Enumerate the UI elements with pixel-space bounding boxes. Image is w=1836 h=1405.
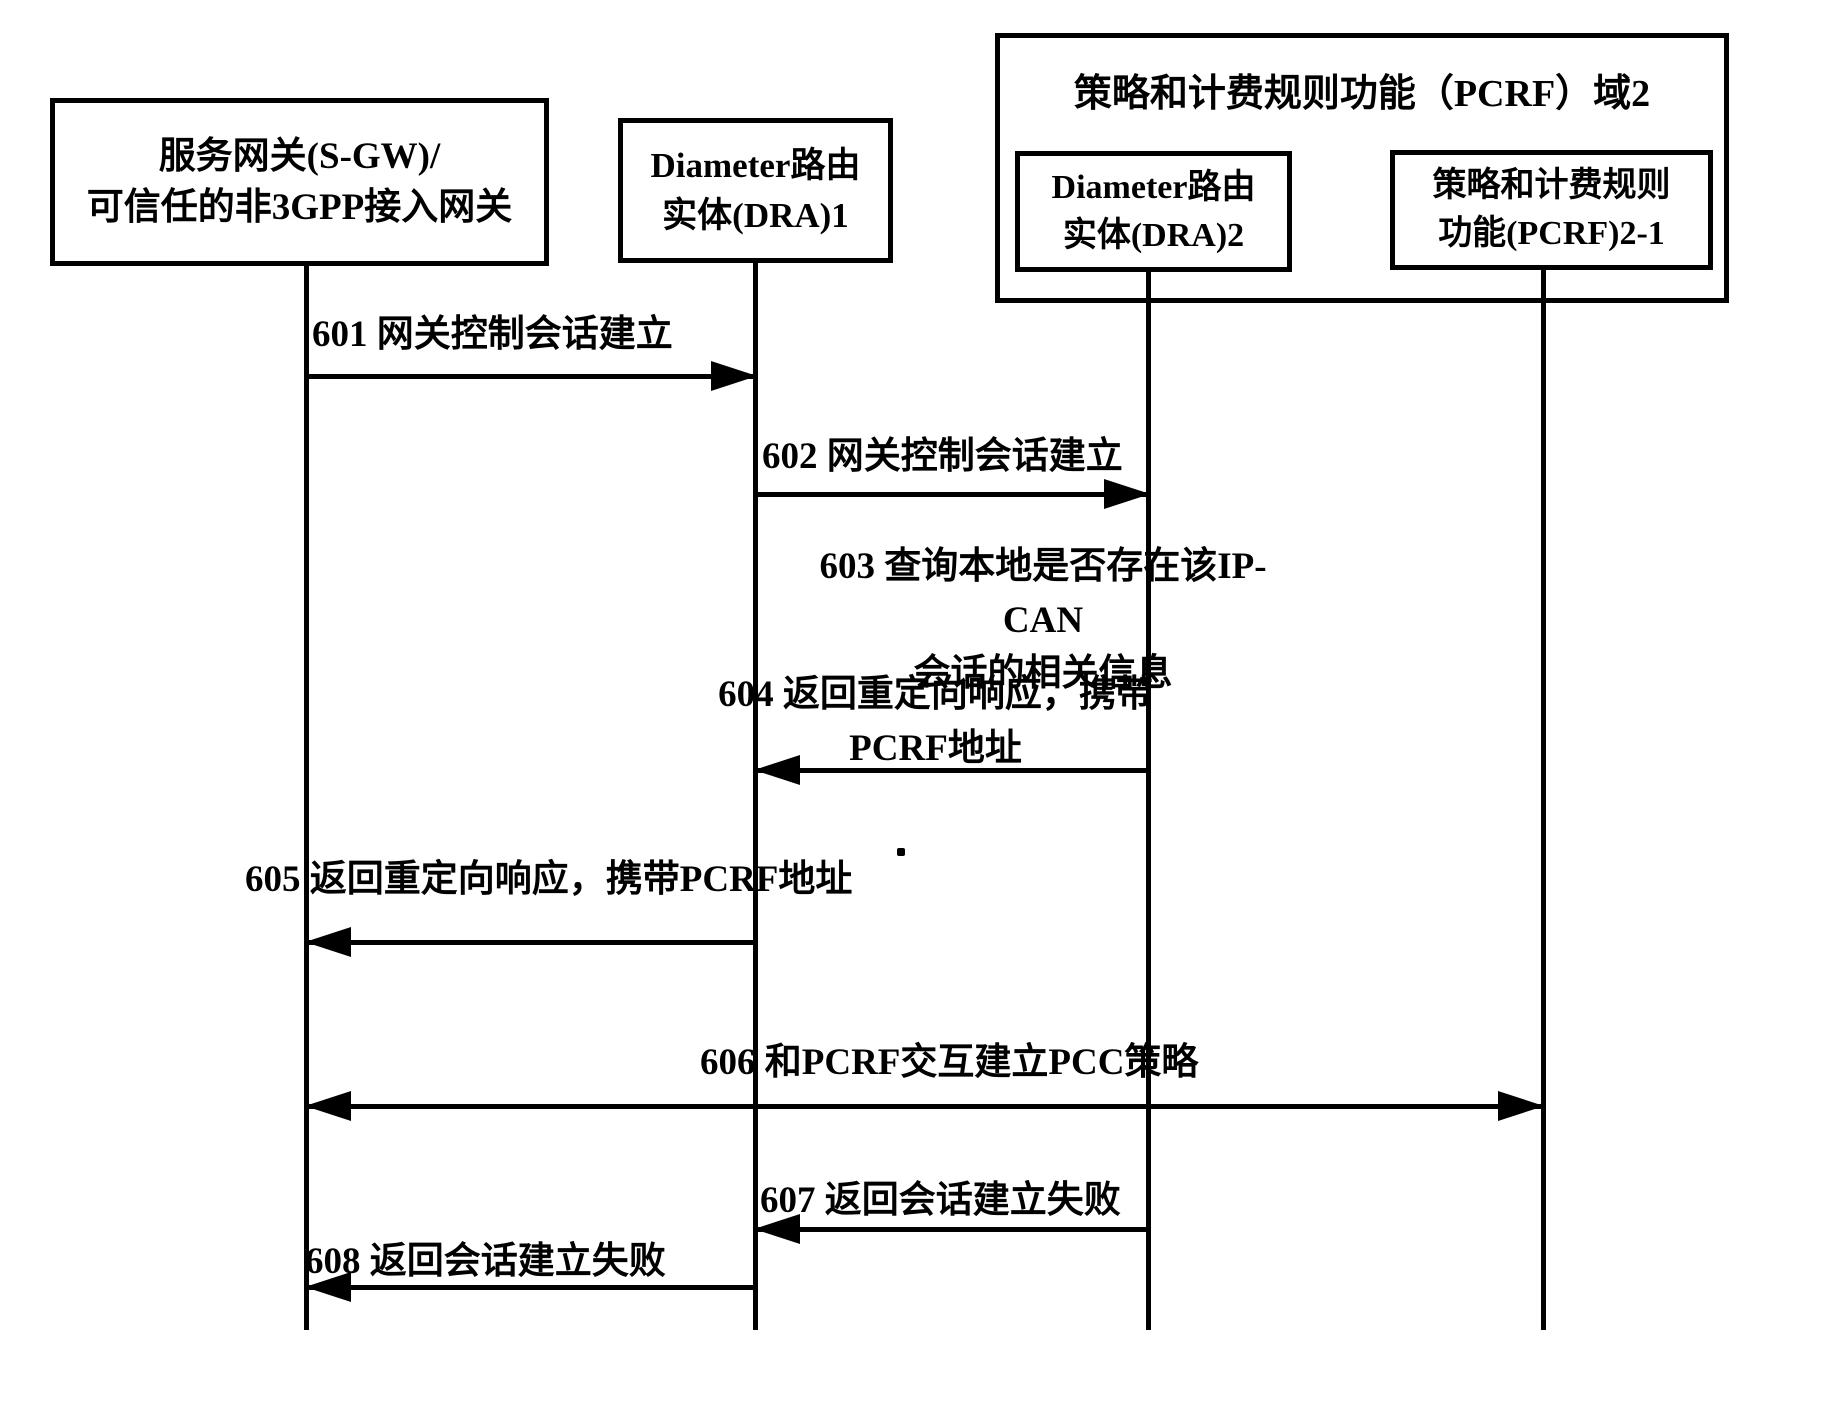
arrowhead-left-icon	[305, 1272, 351, 1302]
arrowhead-right-icon	[711, 361, 757, 391]
lifeline-dra1	[753, 261, 758, 1330]
message-603-note: 603 查询本地是否存在该IP-CAN 会话的相关信息	[798, 540, 1288, 701]
arrowhead-left-icon	[754, 1214, 800, 1244]
lifeline-pcrf21	[1541, 268, 1546, 1330]
message-606-arrow	[305, 1091, 1544, 1121]
actor-label: 实体(DRA)2	[1062, 216, 1245, 254]
message-602-label: 602 网关控制会话建立	[762, 436, 1123, 477]
message-line: PCRF地址	[849, 727, 1022, 769]
message-606-label: 606 和PCRF交互建立PCC策略	[700, 1042, 1199, 1083]
message-608-label: 608 返回会话建立失败	[305, 1241, 666, 1282]
actor-box-sgw: 服务网关(S-GW)/ 可信任的非3GPP接入网关	[50, 98, 549, 266]
message-601-label: 601 网关控制会话建立	[312, 314, 673, 355]
actor-label: Diameter路由	[650, 145, 861, 185]
message-607-arrow	[754, 1214, 1148, 1244]
arrowhead-right-icon	[1498, 1091, 1544, 1121]
message-line: 604 返回重定向响应，携带	[718, 674, 1153, 715]
pcrf-domain-title: 策略和计费规则功能（PCRF）域2	[1073, 73, 1651, 115]
lifeline-sgw	[304, 264, 309, 1330]
message-602-arrow	[756, 479, 1150, 509]
message-605-label: 605 返回重定向响应，携带PCRF地址	[245, 859, 853, 900]
actor-box-dra2: Diameter路由 实体(DRA)2	[1015, 151, 1292, 272]
note-line: 603 查询本地是否存在该IP-CAN	[819, 546, 1267, 641]
arrowhead-left-icon	[305, 927, 351, 957]
message-604-label: 604 返回重定向响应，携带 PCRF地址	[683, 668, 1188, 775]
arrowhead-left-icon	[305, 1091, 351, 1121]
actor-box-pcrf21: 策略和计费规则 功能(PCRF)2-1	[1390, 150, 1713, 270]
actor-label: 策略和计费规则	[1432, 167, 1671, 205]
actor-label: 可信任的非3GPP接入网关	[86, 187, 513, 228]
actor-label: 功能(PCRF)2-1	[1438, 215, 1665, 252]
message-605-arrow	[305, 927, 755, 957]
message-608-arrow	[305, 1272, 755, 1302]
actor-box-dra1: Diameter路由 实体(DRA)1	[618, 118, 893, 263]
arrowhead-right-icon	[1104, 479, 1150, 509]
ink-speck	[897, 848, 905, 856]
actor-label: Diameter路由	[1051, 168, 1256, 206]
lifeline-dra2	[1146, 270, 1151, 1330]
actor-label: 实体(DRA)1	[662, 195, 849, 235]
note-line: 会话的相关信息	[913, 653, 1173, 695]
message-601-arrow	[306, 361, 757, 391]
actor-label: 服务网关(S-GW)/	[158, 135, 441, 177]
message-604-arrow	[754, 755, 1148, 785]
message-607-label: 607 返回会话建立失败	[760, 1180, 1121, 1221]
arrowhead-left-icon	[754, 755, 800, 785]
